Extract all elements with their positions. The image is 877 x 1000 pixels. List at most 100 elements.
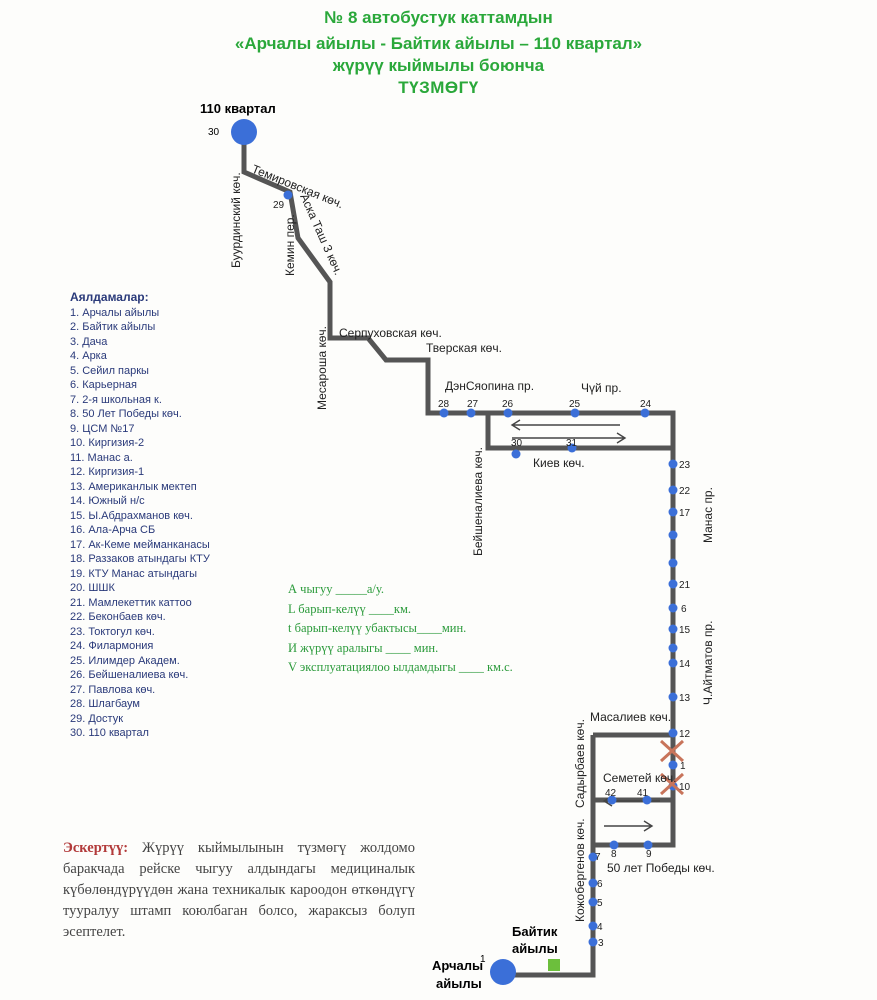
stop-dot-29 xyxy=(283,190,293,200)
stop-list-item: 17. Ак-Кеме мейманканасы xyxy=(70,538,210,551)
arrow-kiev-east xyxy=(512,432,627,444)
calc-line-4: И жүрүү аралыгы ____ мин. xyxy=(288,640,439,655)
street-manas: Манас пр. xyxy=(701,487,715,543)
street-den-syaopina: ДэнСяопина пр. xyxy=(445,379,534,393)
street-chui: Чүй пр. xyxy=(581,381,622,395)
terminal-north-label: 110 квартал xyxy=(200,101,276,116)
stop-label-7: 7 xyxy=(595,852,601,863)
calc-line-5: V эксплуатациялоо ылдамдыгы ____ км.с. xyxy=(288,660,513,674)
stop-label-22: 22 xyxy=(679,486,691,497)
note-text: Жүрүү кыймылынын түзмөгү жолдомо баракча… xyxy=(63,840,415,940)
cross-icon xyxy=(659,739,685,763)
stop-label-29: 29 xyxy=(273,200,285,211)
street-burdinsky: Буурдинский көч. xyxy=(229,172,243,268)
stop-label-17: 17 xyxy=(679,508,691,519)
stop-dot-30b xyxy=(511,449,521,459)
stop-list-item: 26. Бейшеналиева көч. xyxy=(70,669,189,681)
street-temirovskaya: Темировская көч. xyxy=(250,162,346,211)
stop-list-item: 6. Карьерная xyxy=(70,379,137,391)
terminal-north-number: 30 xyxy=(208,127,220,138)
stop-label-10: 10 xyxy=(679,782,691,793)
stop-label-4: 4 xyxy=(597,922,603,933)
note-label: Эскертүү: xyxy=(63,840,129,856)
stop-list-item: 12. Киргизия-1 xyxy=(70,466,145,478)
street-serpukhovskaya: Серпуховская көч. xyxy=(339,326,442,340)
street-pobedy: 50 лет Победы көч. xyxy=(607,861,715,875)
stop-dot-41 xyxy=(642,795,652,805)
stop-list-item: 15. Ы.Абдрахманов көч. xyxy=(70,509,193,522)
stop-list-item: 27. Павлова көч. xyxy=(70,683,156,696)
stop-dot-5 xyxy=(588,897,598,907)
stop-dot-c xyxy=(668,643,678,653)
stop-list-item: 14. Южный н/с xyxy=(70,495,145,507)
stop-dot-23 xyxy=(668,459,678,469)
stop-dot-3 xyxy=(588,937,598,947)
stop-label-9: 9 xyxy=(646,849,652,860)
stop-dot-27 xyxy=(466,408,476,418)
stop-label-6: 6 xyxy=(681,604,687,615)
street-mesarosha: Месароша көч. xyxy=(315,326,329,410)
stops-list: Аялдамалар: 1. Арчалы айылы 2. Байтик айы… xyxy=(70,290,210,741)
stop-label-23: 23 xyxy=(679,460,691,471)
stop-label-6b: 6 xyxy=(597,879,603,890)
stops-list-header: Аялдамалар: xyxy=(70,290,149,304)
title-line-2: «Арчалы айылы - Байтик айылы – 110 кварт… xyxy=(234,34,643,53)
stop-label-12: 12 xyxy=(679,729,691,740)
stop-dot-9 xyxy=(643,840,653,850)
stop-label-13: 13 xyxy=(679,693,691,704)
stop-label-15: 15 xyxy=(679,625,691,636)
stop-dot-24 xyxy=(640,408,650,418)
stop-dot-11 xyxy=(668,760,678,770)
stop-label-27: 27 xyxy=(467,399,479,410)
stop-dot-6 xyxy=(668,603,678,613)
stop-label-21: 21 xyxy=(679,580,691,591)
stop-list-item: 10. Киргизия-2 xyxy=(70,437,145,449)
stop-label-8: 8 xyxy=(611,849,617,860)
stop-dot-31 xyxy=(567,443,577,453)
stop-label-3: 3 xyxy=(598,938,604,949)
stop-number-labels: 29 28 27 26 25 24 30 31 23 22 17 21 6 15… xyxy=(273,200,691,949)
stop-list-item: 2. Байтик айылы xyxy=(70,321,156,333)
terminal-south-a-label-2: айылы xyxy=(436,976,482,991)
stop-label-42: 42 xyxy=(605,788,617,799)
stop-list-item: 22. Беконбаев көч. xyxy=(70,611,166,623)
street-sadyrbaev: Садырбаев көч. xyxy=(573,719,587,808)
terminal-south-a-label-1: Арчалы xyxy=(432,958,483,973)
stop-label-28: 28 xyxy=(438,399,450,410)
stop-dot-15 xyxy=(668,624,678,634)
stop-dot-4 xyxy=(588,921,598,931)
cross-icon xyxy=(659,772,685,796)
stop-list-item: 25. Илимдер Академ. xyxy=(70,654,180,667)
stop-dot-7 xyxy=(588,852,598,862)
street-kojobergenov: Кожобергенов көч. xyxy=(573,818,587,922)
stop-label-11: 1 xyxy=(680,761,686,772)
route-path-north xyxy=(241,132,676,790)
direction-arrows xyxy=(510,419,660,832)
street-semetey: Семетей көч. xyxy=(603,771,676,785)
stop-dot-13 xyxy=(668,692,678,702)
stop-label-41: 41 xyxy=(637,788,649,799)
stop-dots xyxy=(283,190,678,947)
closed-crossings xyxy=(659,739,685,796)
stop-dot-6b xyxy=(588,878,598,888)
terminal-south-b-marker xyxy=(548,959,560,971)
stop-label-24: 24 xyxy=(640,399,652,410)
calc-line-2: L барып-келүү ____км. xyxy=(288,601,411,616)
arrow-pobedy-east xyxy=(604,820,654,832)
stop-list-item: 29. Достук xyxy=(70,712,124,725)
stop-dot-21 xyxy=(668,579,678,589)
stop-dot-17 xyxy=(668,507,678,517)
title-line-1: № 8 автобустук каттамдын xyxy=(324,8,553,27)
calc-line-1: А чыгуу _____а/у. xyxy=(288,582,384,596)
stop-label-30b: 30 xyxy=(511,438,523,449)
street-tverskaya: Тверская көч. xyxy=(426,341,502,355)
stop-list-item: 16. Ала-Арча СБ xyxy=(70,524,156,536)
stop-list-item: 1. Арчалы айылы xyxy=(70,306,160,319)
title-line-4: ТҮЗМӨГҮ xyxy=(398,78,479,97)
stop-label-25: 25 xyxy=(569,399,581,410)
stop-dot-12 xyxy=(668,728,678,738)
stop-list-item: 20. ШШК xyxy=(70,582,115,594)
street-kiev: Киев көч. xyxy=(533,456,585,470)
